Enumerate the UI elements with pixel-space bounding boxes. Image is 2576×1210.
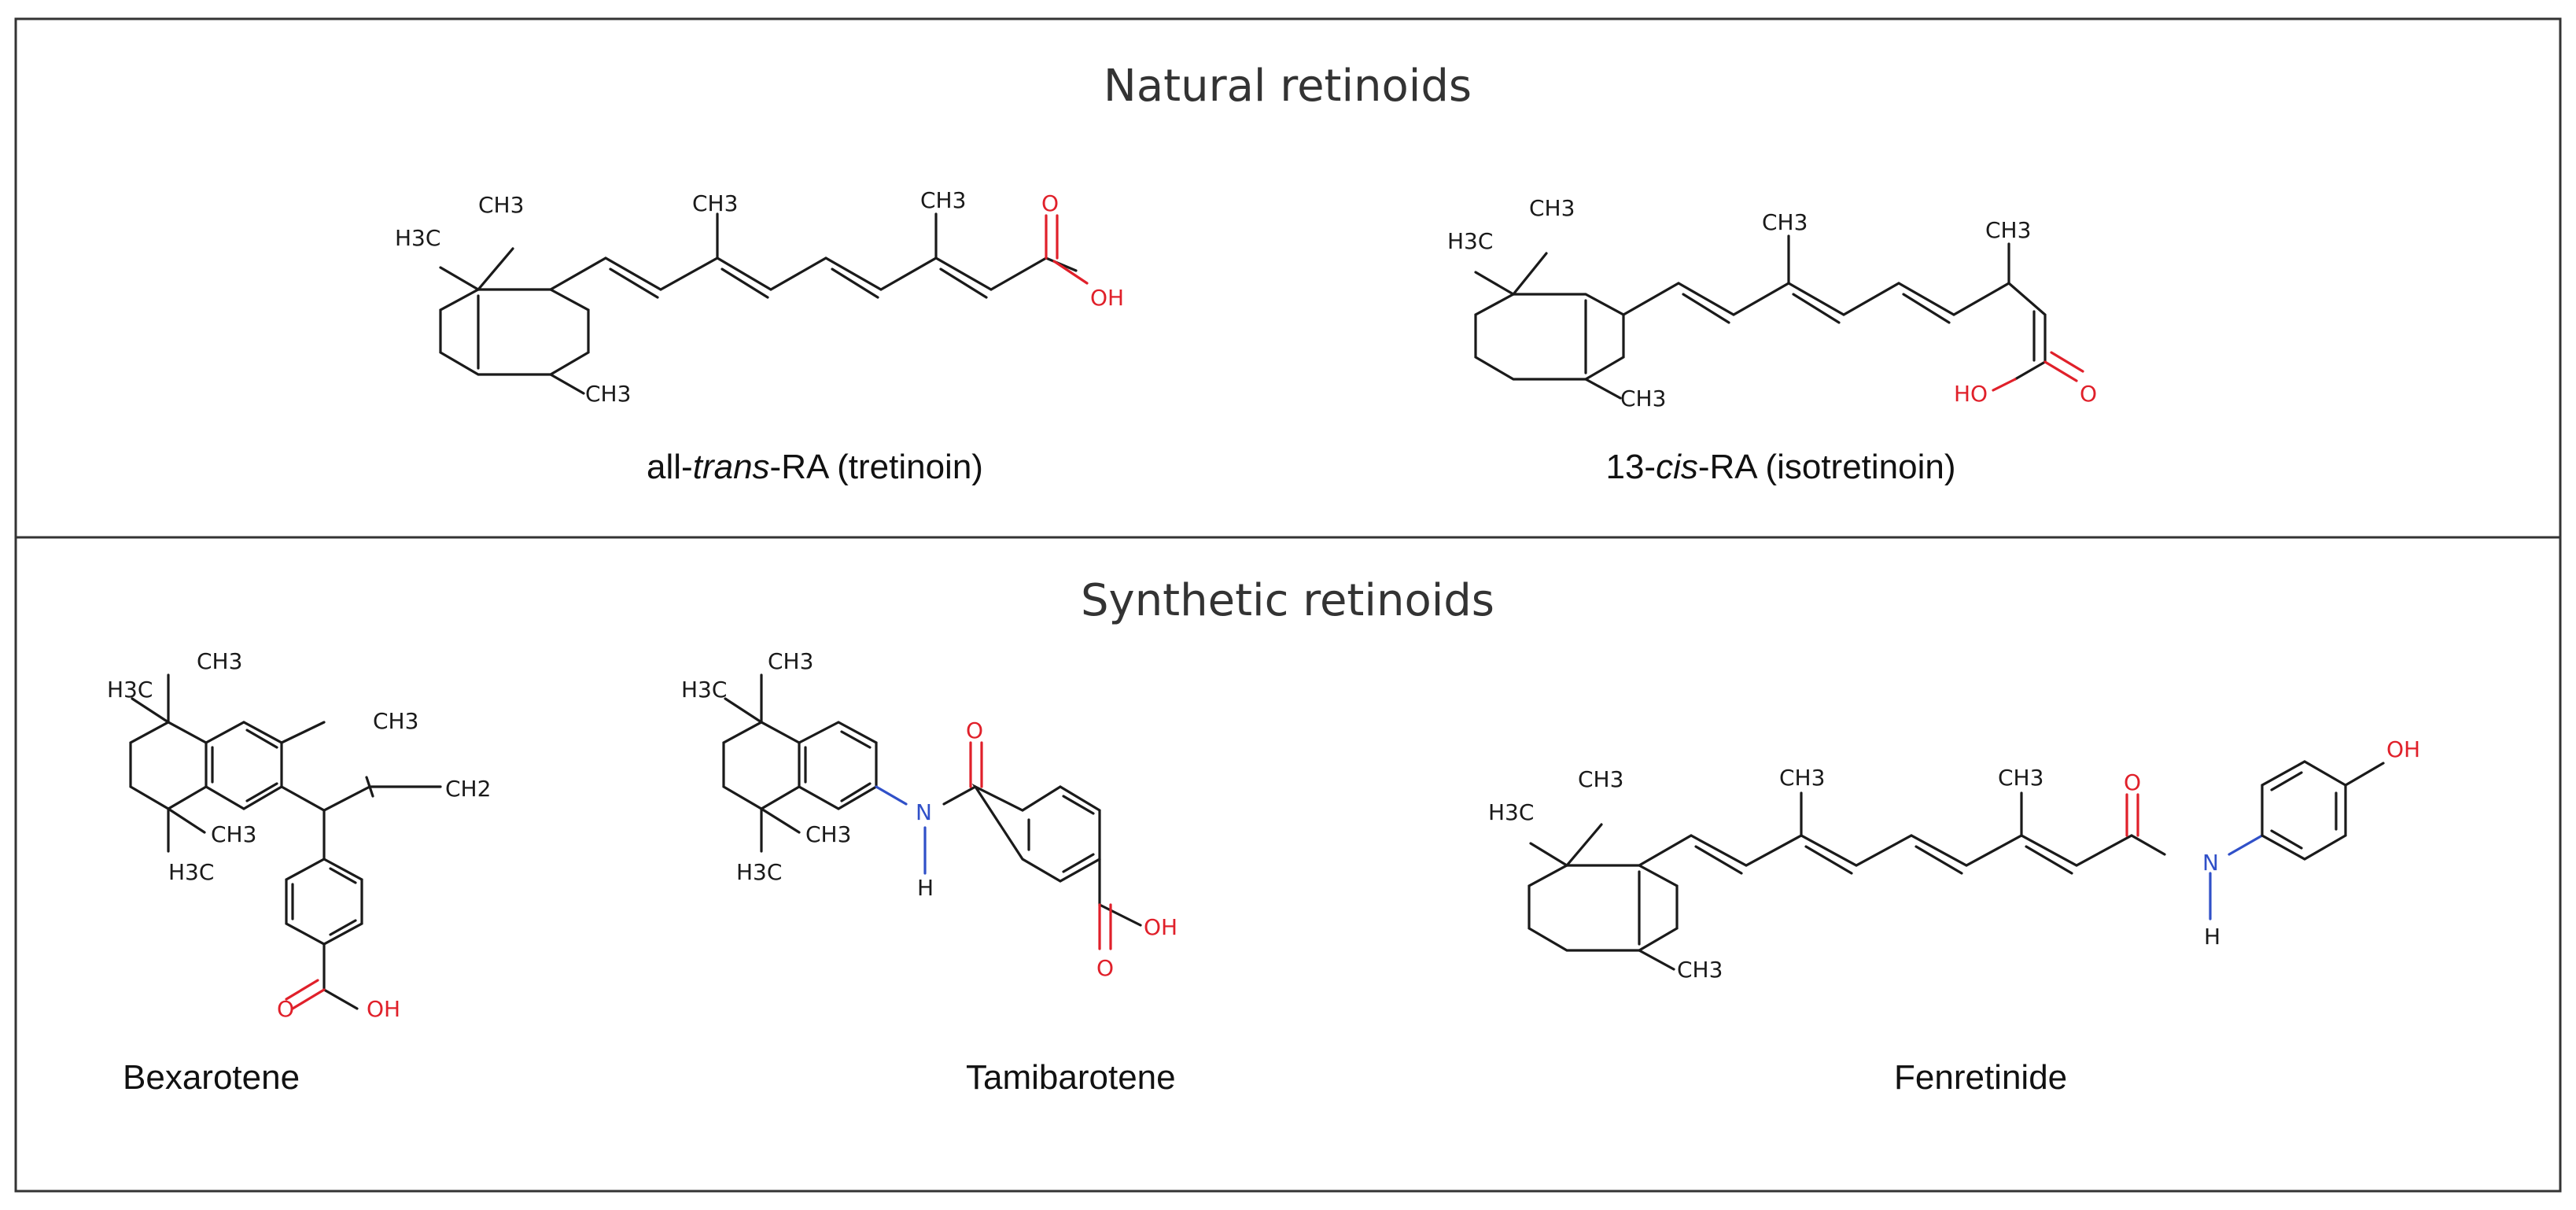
label-o: O bbox=[2080, 381, 2097, 407]
label-ch3: CH3 bbox=[1985, 217, 2031, 243]
label-ch2: CH2 bbox=[445, 776, 491, 802]
atom-labels-bexarotene: CH3 H3C CH3 CH2 CH3 H3C O OH bbox=[107, 648, 491, 1022]
structure-bexarotene bbox=[129, 673, 442, 1010]
label-ch3: CH3 bbox=[197, 648, 242, 674]
label-o: O bbox=[1096, 955, 1114, 981]
label-ch3: CH3 bbox=[1677, 957, 1723, 983]
label-ho: HO bbox=[1954, 381, 1988, 407]
label-ch3: CH3 bbox=[805, 821, 851, 847]
label-n: N bbox=[2202, 850, 2219, 876]
molecule-name-tretinoin: all-trans-RA (tretinoin) bbox=[647, 448, 983, 486]
structure-tretinoin bbox=[439, 212, 1089, 395]
label-ch3: CH3 bbox=[1762, 209, 1808, 235]
label-oh: OH bbox=[367, 996, 400, 1022]
label-ch3: CH3 bbox=[585, 381, 631, 407]
molecule-name-fenretinide: Fenretinide bbox=[1894, 1058, 2067, 1097]
atom-labels-isotretinoin: CH3 H3C CH3 CH3 CH3 HO O bbox=[1447, 195, 2097, 411]
label-ch3: CH3 bbox=[211, 821, 256, 847]
label-h3c: H3C bbox=[1488, 799, 1534, 825]
label-h3c: H3C bbox=[681, 677, 727, 703]
label-o: O bbox=[2124, 769, 2141, 795]
label-ch3: CH3 bbox=[373, 708, 418, 734]
label-h3c: H3C bbox=[1447, 228, 1493, 254]
label-oh: OH bbox=[1090, 285, 1124, 311]
label-n: N bbox=[916, 799, 932, 825]
structure-isotretinoin bbox=[1474, 234, 2084, 400]
label-o: O bbox=[966, 718, 983, 743]
label-h3c: H3C bbox=[736, 859, 782, 885]
atom-labels-tamibarotene: CH3 H3C CH3 H3C N H O OH O bbox=[681, 648, 1177, 981]
label-ch3: CH3 bbox=[1779, 765, 1825, 791]
structure-tamibarotene bbox=[722, 673, 1142, 950]
label-oh: OH bbox=[2386, 736, 2420, 762]
label-oh: OH bbox=[1144, 914, 1177, 940]
label-h3c: H3C bbox=[168, 859, 214, 885]
label-ch3: CH3 bbox=[1620, 386, 1666, 411]
label-ch3: CH3 bbox=[768, 648, 813, 674]
label-o: O bbox=[277, 996, 294, 1022]
label-ch3: CH3 bbox=[1578, 766, 1623, 792]
molecule-name-tamibarotene: Tamibarotene bbox=[966, 1058, 1176, 1097]
figure-border bbox=[14, 17, 2562, 1193]
label-ch3: CH3 bbox=[692, 190, 738, 216]
molecule-name-bexarotene: Bexarotene bbox=[123, 1058, 300, 1097]
label-ch3: CH3 bbox=[1529, 195, 1575, 221]
label-h3c: H3C bbox=[395, 225, 440, 251]
panel-title-synthetic: Synthetic retinoids bbox=[1081, 575, 1494, 626]
molecule-name-isotretinoin: 13-cis-RA (isotretinoin) bbox=[1605, 448, 1955, 486]
structure-fenretinide bbox=[1528, 760, 2385, 971]
label-h3c: H3C bbox=[107, 677, 153, 703]
label-ch3: CH3 bbox=[478, 192, 524, 218]
panel-title-natural: Natural retinoids bbox=[1104, 61, 1472, 112]
label-h: H bbox=[2204, 924, 2220, 950]
atom-labels-fenretinide: CH3 H3C CH3 CH3 CH3 O N H OH bbox=[1488, 736, 2420, 983]
label-ch3: CH3 bbox=[920, 187, 966, 213]
label-o: O bbox=[1041, 190, 1059, 216]
label-ch3: CH3 bbox=[1998, 765, 2043, 791]
label-h: H bbox=[917, 875, 934, 901]
atom-labels-tretinoin: CH3 H3C CH3 CH3 CH3 O OH bbox=[395, 187, 1124, 407]
